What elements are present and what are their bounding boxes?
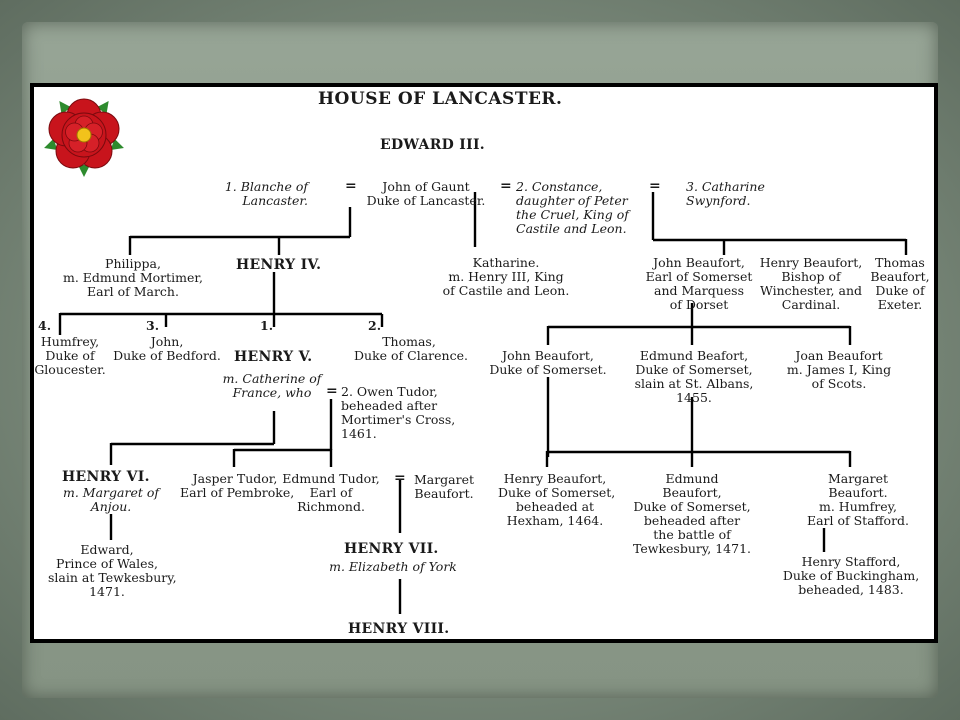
birth-order-3: 3.	[146, 318, 160, 333]
tudor-red-rose-icon	[44, 98, 124, 177]
person-katharine: Katharine. m. Henry III, King of Castile…	[442, 255, 570, 298]
person-henry-beaufort-hexham: Henry Beaufort, Duke of Somerset, behead…	[498, 471, 616, 528]
marriage-symbol-owen: =	[326, 383, 338, 399]
person-margaret-beaufort: Margaret Beaufort.	[413, 472, 475, 501]
birth-order-4: 4.	[38, 318, 52, 333]
person-henry-vii-marriage: m. Elizabeth of York	[329, 559, 457, 574]
person-edmund-beafort: Edmund Beafort, Duke of Somerset, slain …	[634, 348, 754, 405]
person-henry-stafford: Henry Stafford, Duke of Buckingham, behe…	[782, 554, 920, 597]
marriage-symbol-constance: =	[500, 178, 512, 194]
person-jasper-tudor: Jasper Tudor, Earl of Pembroke,	[180, 471, 295, 500]
person-john-beaufort-somerset: John Beaufort, Duke of Somerset.	[489, 348, 607, 377]
person-edmund-beaufort-tewkesbury: Edmund Beaufort, Duke of Somerset, behea…	[632, 471, 751, 556]
person-humfrey: Humfrey, Duke of Gloucester.	[34, 334, 106, 377]
marriage-symbol-catharine: =	[649, 178, 661, 194]
person-henry-beaufort-bishop: Henry Beaufort, Bishop of Winchester, an…	[759, 255, 863, 312]
person-margaret-beaufort-stafford: Margaret Beaufort. m. Humfrey, Earl of S…	[806, 471, 910, 528]
birth-order-2: 2.	[368, 318, 382, 333]
person-owen-tudor: 2. Owen Tudor, beheaded after Mortimer's…	[341, 384, 456, 441]
person-blanche: 1. Blanche of Lancaster.	[224, 179, 308, 208]
person-henry-v-marriage: m. Catherine of France, who	[222, 371, 322, 400]
person-john-beaufort-dorset: John Beaufort, Earl of Somerset and Marq…	[645, 255, 753, 312]
person-philippa: Philippa, m. Edmund Mortimer, Earl of Ma…	[62, 256, 203, 299]
person-edward-prince: Edward, Prince of Wales, slain at Tewkes…	[48, 542, 177, 599]
birth-order-1: 1.	[260, 318, 274, 333]
person-thomas-beaufort: Thomas Beaufort, Duke of Exeter.	[870, 255, 930, 312]
person-henry-viii: HENRY VIII.	[348, 621, 450, 637]
person-constance: 2. Constance, daughter of Peter the Crue…	[516, 179, 629, 236]
chart-title: HOUSE OF LANCASTER.	[318, 89, 563, 109]
person-edward-iii: EDWARD III.	[380, 137, 485, 153]
person-john-of-gaunt: John of Gaunt Duke of Lancaster.	[366, 179, 486, 208]
person-henry-vi: HENRY VI.	[62, 469, 150, 485]
marriage-symbol-margaret: =	[394, 470, 406, 486]
person-henry-iv: HENRY IV.	[236, 257, 322, 273]
person-henry-vi-marriage: m. Margaret of Anjou.	[62, 485, 159, 514]
person-joan-beaufort: Joan Beaufort m. James I, King of Scots.	[786, 348, 892, 391]
person-catharine: 3. Catharine Swynford.	[686, 179, 765, 208]
tree-connector-lines	[58, 192, 908, 614]
person-henry-vii: HENRY VII.	[344, 541, 439, 557]
person-edmund-tudor: Edmund Tudor, Earl of Richmond.	[282, 471, 380, 514]
person-thomas-clarence: Thomas, Duke of Clarence.	[354, 334, 468, 363]
person-john-bedford: John, Duke of Bedford.	[113, 334, 221, 363]
marriage-symbol-blanche: =	[345, 178, 357, 194]
person-henry-v: HENRY V.	[234, 349, 313, 365]
family-tree-chart: HOUSE OF LANCASTER. EDWARD III. 1. Blanc…	[34, 87, 934, 639]
